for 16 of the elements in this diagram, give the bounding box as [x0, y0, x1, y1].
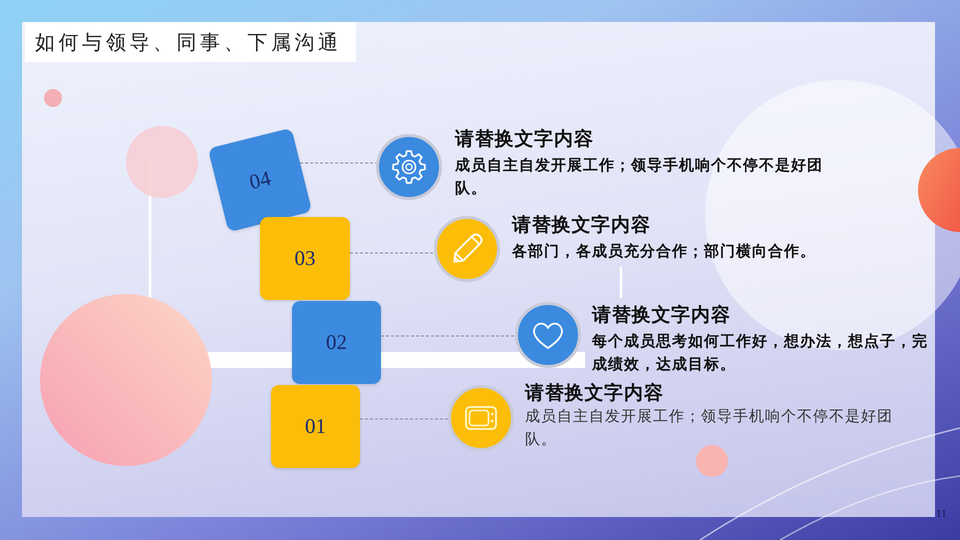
connector-line: [300, 162, 376, 164]
number-tile: 03: [260, 217, 350, 300]
number-tile: 02: [292, 301, 381, 384]
item-heading: 请替换文字内容: [592, 303, 731, 328]
item-description: 成员自主自发开展工作；领导手机响个不停不是好团队。: [455, 155, 824, 199]
item-description: 成员自主自发开展工作；领导手机响个不停不是好团队。: [525, 406, 894, 450]
item-heading: 请替换文字内容: [455, 127, 594, 152]
item-description: 各部门，各成员充分合作；部门横向合作。: [512, 241, 817, 262]
page-number: 11: [936, 508, 947, 520]
connector-line: [350, 252, 434, 254]
item-heading: 请替换文字内容: [512, 213, 651, 238]
number-tile: 01: [271, 385, 360, 468]
slide-title: 如何与领导、同事、下属沟通: [25, 22, 356, 62]
item-heading: 请替换文字内容: [525, 381, 664, 406]
item-description: 每个成员思考如何工作好，想办法，想点子，完成绩效，达成目标。: [592, 331, 929, 375]
connector-line: [360, 418, 448, 420]
